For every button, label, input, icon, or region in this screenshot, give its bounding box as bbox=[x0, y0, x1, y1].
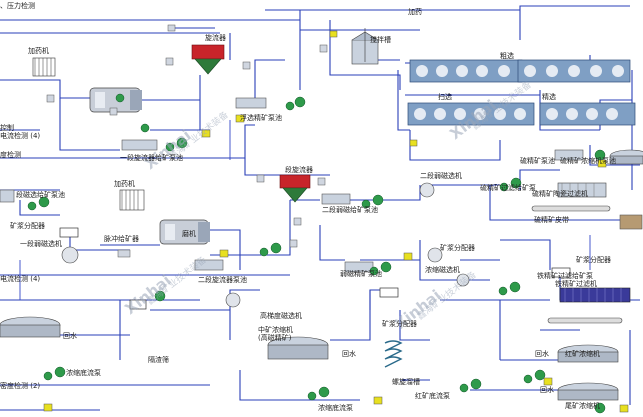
label-weak-mag-sep-2: 二段弱磁选机 bbox=[420, 171, 462, 180]
label-sulfur-thickener: 硫精矿浓缩机泵池 bbox=[560, 156, 616, 165]
label-underflow-pump-2: 浓缩底流泵 bbox=[318, 403, 353, 412]
pump-pools bbox=[0, 97, 643, 273]
iron-belt bbox=[547, 317, 623, 324]
cyclone-1 bbox=[191, 44, 225, 75]
cyclone-2 bbox=[279, 174, 311, 203]
label-thick-mag: 浓缩磁选机 bbox=[425, 265, 460, 274]
label-return-water-2: 回水 bbox=[342, 349, 356, 358]
label-control: 控制 bbox=[0, 123, 14, 132]
label-mag-pump: 段磁选给矿泵池 bbox=[16, 190, 65, 199]
label-cyclone-2: 段旋流器 bbox=[285, 165, 313, 174]
label-high-grad-mag: 高梯度磁选机 bbox=[260, 311, 302, 320]
valves bbox=[46, 24, 328, 258]
label-mag-sep-1: 一段弱磁选机 bbox=[20, 239, 62, 248]
label-ore-dist: 矿浆分配器 bbox=[10, 221, 45, 230]
label-red-underflow-pump: 红矿底流泵 bbox=[415, 391, 450, 400]
label-dosing: 加药 bbox=[408, 7, 422, 16]
distributors bbox=[59, 227, 571, 310]
label-ore-dist-2: 矿浆分配器 bbox=[440, 243, 475, 252]
label-rougher: 粗选 bbox=[500, 51, 514, 60]
label-return-water-3: 回水 bbox=[535, 349, 549, 358]
iron-filter bbox=[559, 287, 631, 303]
label-stir-tank: 搅拌槽 bbox=[370, 35, 391, 44]
label-spiral: 螺旋溜槽 bbox=[392, 377, 420, 386]
label-sulfur-filter: 硫精矿陶瓷过滤机 bbox=[532, 189, 588, 198]
label-pulse-feeder: 脉冲给矿器 bbox=[104, 234, 139, 243]
label-cyclone-pool-1: 一段旋流器给矿泵池 bbox=[120, 153, 183, 162]
ball-mill-2-label: 磨机 bbox=[182, 229, 196, 238]
label-sulfur-filter-pump: 硫精矿过滤给矿泵 bbox=[480, 183, 536, 192]
cleaner-flotation-bank bbox=[539, 102, 636, 126]
label-red-thickener: 红矿浓缩机 bbox=[565, 349, 600, 358]
sulfur-ceramic-filter bbox=[557, 182, 607, 198]
label-return-water-1: 回水 bbox=[63, 331, 77, 340]
label-weak-mag-pump: 二段弱磁给矿泵池 bbox=[322, 205, 378, 214]
label-sulfur-belt: 硫精矿皮带 bbox=[534, 215, 569, 224]
label-current-1: 电流检测 (4) bbox=[0, 131, 40, 140]
thickeners bbox=[0, 149, 643, 401]
rougher-flotation-bank bbox=[409, 59, 631, 83]
labels: 、压力检测 加药机 旋流器 浮选精矿泵池 加药 搅拌槽 粗选 扫选 精选 硫精矿… bbox=[0, 1, 616, 412]
scavenger-flotation-bank bbox=[407, 102, 535, 126]
label-concentrate-pump: 弱磁精矿泵池 bbox=[340, 269, 382, 278]
ball-mill-1 bbox=[89, 87, 142, 113]
label-cyclone-pool-2: 二段旋流器泵池 bbox=[198, 275, 247, 284]
label-tailing-thickener: 尾矿浓缩机 bbox=[565, 401, 600, 410]
label-mid-thick-sub: (高磁精矿) bbox=[258, 333, 292, 342]
label-return-water-4: 回水 bbox=[540, 385, 554, 394]
mag-separators bbox=[61, 182, 470, 308]
label-sulfur-pump: 硫精矿泵池 bbox=[520, 156, 555, 165]
label-cleaner: 精选 bbox=[542, 92, 556, 101]
dosing-machine-2 bbox=[119, 189, 145, 211]
sulfur-belt bbox=[531, 205, 611, 212]
label-dosing-2: 加药机 bbox=[114, 179, 135, 188]
label-current-2: 电流检测 (4) bbox=[0, 274, 40, 283]
pumps bbox=[27, 93, 606, 414]
dosing-machine-1 bbox=[32, 57, 56, 77]
ball-mill-2 bbox=[159, 219, 210, 245]
spiral-chute bbox=[384, 340, 403, 368]
label-density: 度检测 bbox=[0, 150, 21, 159]
pipes bbox=[0, 5, 640, 411]
label-scavenger: 扫选 bbox=[438, 92, 452, 101]
label-ore-dist-3: 矿浆分配器 bbox=[382, 319, 417, 328]
label-ore-dist-4: 矿浆分配器 bbox=[576, 255, 611, 264]
label-cyclone-top: 旋流器 bbox=[205, 33, 226, 42]
label-underflow-pump: 浓缩底流泵 bbox=[66, 368, 101, 377]
label-density-2: 密度检测 (2) bbox=[0, 381, 40, 390]
label-isolation-sieve: 隔渣筛 bbox=[148, 355, 169, 364]
label-flotation-pump: 浮选精矿泵池 bbox=[240, 113, 282, 122]
instruments bbox=[43, 30, 629, 413]
label-dosing-1: 加药机 bbox=[28, 46, 49, 55]
label-iron-filter-pump: 铁精矿过滤给矿泵 bbox=[537, 271, 593, 280]
stir-tank bbox=[351, 28, 379, 65]
label-iron-filter: 铁精矿过滤机 bbox=[555, 279, 597, 288]
label-mid-thickener: 中矿浓缩机 bbox=[258, 325, 293, 334]
label-pressure: 、压力检测 bbox=[0, 1, 35, 10]
